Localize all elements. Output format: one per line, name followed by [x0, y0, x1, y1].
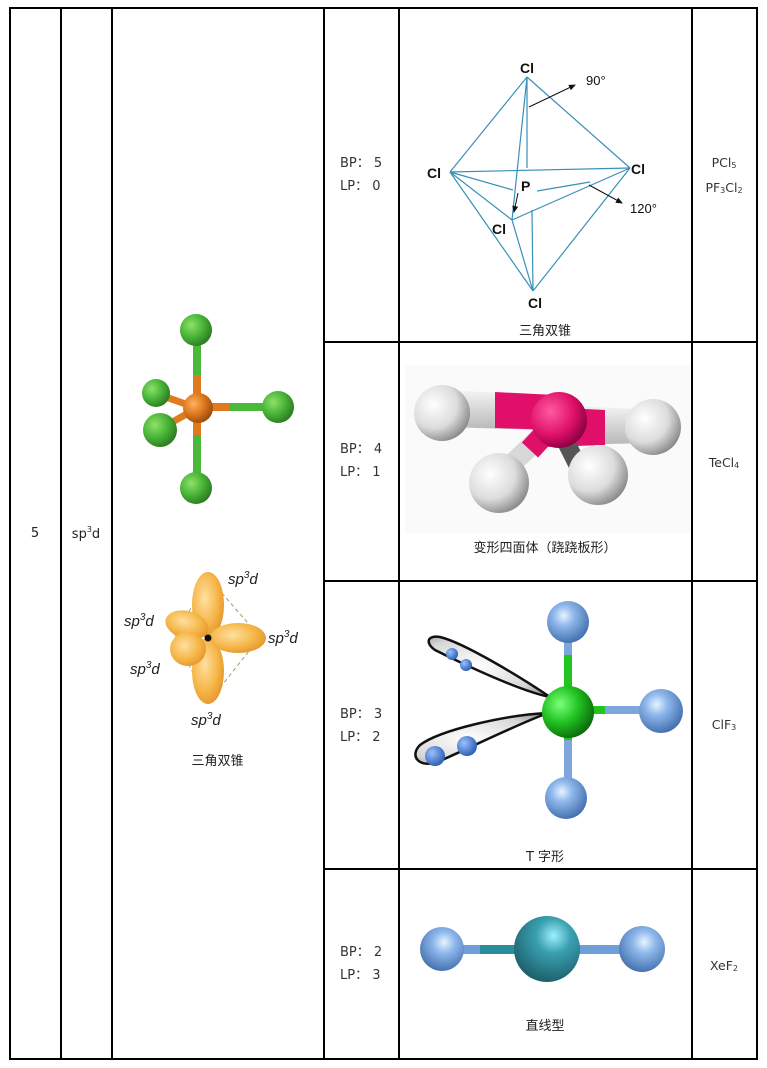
angle-label-120: 120° — [630, 201, 657, 216]
ligand-cl-equatorial-right: Cl — [631, 161, 645, 177]
column-divider-2 — [111, 7, 113, 1060]
row-divider-1 — [323, 341, 758, 343]
row-3-shape: T 字形 — [525, 850, 565, 865]
central-atom-p: P — [521, 178, 530, 194]
orbital-label-right: sp3d — [268, 629, 298, 647]
row-2-pair-counts: BP： 4 LP： 1 — [340, 438, 382, 484]
linear-model — [420, 916, 665, 982]
row-1-bp: BP： 5 — [340, 156, 383, 171]
electron-pair-count: 5 — [10, 8, 60, 1058]
row-2-shape: 变形四面体（跷跷板形） — [473, 541, 617, 556]
column-divider-4 — [398, 7, 400, 1060]
column-divider-5 — [691, 7, 693, 1060]
formula-tecl4: TeCl4 — [708, 455, 740, 470]
electron-pair-count-text: 5 — [30, 525, 40, 541]
t-shaped-model — [414, 601, 683, 819]
formula-pcl5: PCl5 — [711, 155, 737, 170]
table-border-top — [9, 7, 757, 9]
row-2-examples: TeCl4 — [692, 452, 756, 477]
row-2-bp: BP： 4 — [340, 442, 383, 457]
table-border-left — [9, 7, 11, 1060]
row-1-examples: PCl5 PF3Cl2 — [692, 152, 756, 202]
row-divider-2 — [323, 580, 758, 582]
row-3-pair-counts: BP： 3 LP： 2 — [340, 703, 382, 749]
row-divider-3 — [323, 868, 758, 870]
ligand-cl-axial-top: Cl — [520, 60, 534, 76]
sp3d-orbital-diagram: sp3d sp3d sp3d sp3d sp3d — [124, 570, 298, 729]
pcl5-ball-stick-model — [142, 314, 294, 504]
ligand-cl-equatorial-left: Cl — [427, 165, 441, 181]
hybridization-type: sp3d — [61, 8, 111, 1058]
angle-label-90: 90° — [586, 73, 606, 88]
table-border-bottom — [9, 1058, 757, 1060]
row-2-lp: LP： 1 — [340, 465, 381, 480]
formula-xef2: XeF2 — [710, 958, 738, 973]
table-border-right — [756, 7, 758, 1060]
row-4-examples: XeF2 — [692, 955, 756, 980]
column-divider-1 — [60, 7, 62, 1060]
orbital-label-bottom: sp3d — [191, 711, 221, 729]
row-4-shape: 直线型 — [525, 1019, 565, 1034]
row-4-lp: LP： 3 — [340, 968, 381, 983]
hybridization-text: sp3d — [71, 524, 101, 542]
row-3-lp: LP： 2 — [340, 730, 381, 745]
formula-clf3: ClF3 — [711, 717, 737, 732]
row-3-bp: BP： 3 — [340, 707, 383, 722]
orbital-label-top: sp3d — [228, 570, 258, 588]
row-1-pair-counts: BP： 5 LP： 0 — [340, 152, 382, 198]
orbital-label-left-upper: sp3d — [124, 612, 154, 630]
row-4-bp: BP： 2 — [340, 945, 383, 960]
ligand-cl-axial-bottom: Cl — [528, 295, 542, 311]
orbital-label-left-lower: sp3d — [130, 660, 160, 678]
row-1-lp: LP： 0 — [340, 179, 381, 194]
formula-pf3cl2: PF3Cl2 — [705, 180, 743, 195]
seesaw-model — [405, 365, 690, 533]
row-1-shape: 三角双锥 — [518, 324, 571, 339]
row-4-pair-counts: BP： 2 LP： 3 — [340, 941, 382, 987]
row-3-examples: ClF3 — [692, 714, 756, 739]
trigonal-bipyramid-diagram: Cl Cl Cl Cl Cl P 90° 120° — [427, 60, 657, 311]
hybrid-shape-caption: 三角双锥 — [191, 754, 244, 769]
column-divider-3 — [323, 7, 325, 1060]
ligand-cl-equatorial-front: Cl — [492, 221, 506, 237]
